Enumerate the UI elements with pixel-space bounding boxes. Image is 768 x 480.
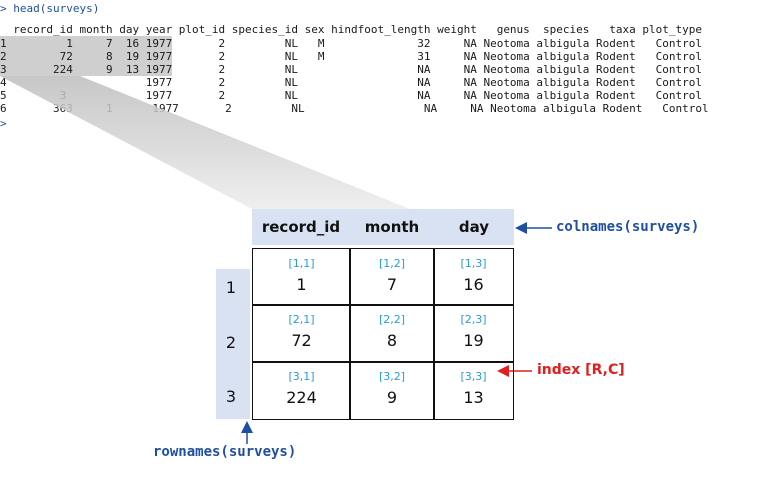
table-cell: [2,3] 19 [433,304,514,363]
rownames-annotation: rownames(surveys) [153,444,297,460]
row-name-3: 3 [225,387,237,406]
row-name-1: 1 [225,278,237,297]
console-command: > head(surveys) [0,2,100,15]
cell-index: [2,3] [460,313,487,326]
table-cell: [2,2] 8 [349,304,435,363]
colnames-annotation: colnames(surveys) [556,219,700,235]
magnifier-funnel [0,76,410,209]
cell-index: [1,3] [460,257,487,270]
cell-value: 8 [386,331,398,350]
console-row-1: 1 1 7 16 1977 2 NL M 32 NA Neotoma albig… [0,37,702,50]
index-annotation: index [R,C] [537,362,625,378]
table-cell: [1,3] 16 [433,248,514,306]
table-cell: [3,3] 13 [433,361,514,420]
console-end-prompt: > [0,117,7,130]
cell-index: [1,2] [378,257,406,270]
cell-index: [3,3] [460,370,487,383]
data-frame-grid: [1,1] 1 [1,2] 7 [1,3] 16 [2,1] 72 [2,2] … [252,248,514,420]
table-cell: [2,1] 72 [252,304,351,363]
cell-index: [3,1] [288,370,315,383]
cell-index: [1,1] [288,257,315,270]
cell-value: 1 [296,275,307,294]
column-header-record-id: record_id [261,218,341,236]
cell-value: 19 [463,331,484,350]
console-row-3: 3 224 9 13 1977 2 NL NA NA Neotoma albig… [0,63,702,76]
cell-index: [3,2] [378,370,406,383]
cell-index: [2,2] [378,313,406,326]
cell-value: 72 [291,331,312,350]
console-row-2: 2 72 8 19 1977 2 NL M 31 NA Neotoma albi… [0,50,702,63]
cell-value: 13 [463,388,484,407]
column-header-day: day [458,218,490,236]
cell-value: 16 [463,275,484,294]
r-console-output: > head(surveys) record_id month day year… [0,0,768,150]
table-cell: [3,2] 9 [349,361,435,420]
cell-value: 224 [286,388,317,407]
console-row-4: 4 1977 2 NL NA NA Neotoma albigula Roden… [0,76,702,89]
table-cell: [1,2] 7 [349,248,435,306]
cell-value: 9 [386,388,398,407]
column-header-band [252,209,514,245]
row-name-band [216,269,250,419]
table-cell: [3,1] 224 [252,361,351,420]
table-cell: [1,1] 1 [252,248,351,306]
row-name-2: 2 [225,333,237,352]
cell-index: [2,1] [288,313,315,326]
selected-region-highlight [0,36,172,76]
column-header-month: month [364,218,420,236]
console-header-row: record_id month day year plot_id species… [0,23,702,36]
cell-value: 7 [386,275,398,294]
